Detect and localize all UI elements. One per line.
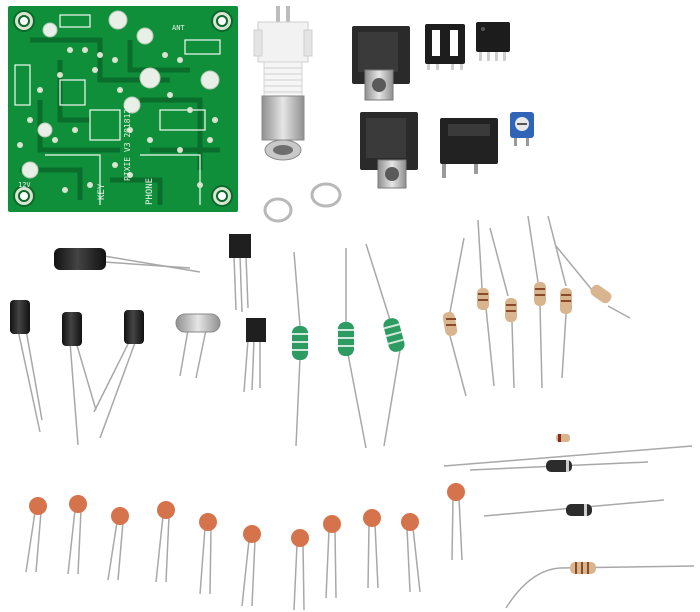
ceramic-capacitor — [157, 501, 175, 519]
crystal-oscillator — [175, 313, 221, 379]
inductor-2 — [338, 248, 367, 449]
ceramic-capacitor — [447, 483, 465, 501]
pcb-title: PIXIE V3 2018122 — [123, 104, 132, 181]
electrolytic-capacitor-1 — [10, 300, 43, 433]
diode-3 — [483, 499, 665, 517]
ic-socket — [425, 24, 465, 70]
diode-1 — [443, 434, 693, 467]
inductor-1 — [292, 251, 308, 447]
ceramic-capacitor — [291, 529, 309, 547]
audio-jack-2 — [360, 112, 418, 189]
ceramic-capacitor — [111, 507, 129, 525]
pcb-label-phone: PHONE — [145, 178, 155, 205]
electrolytic-capacitor-2 — [62, 312, 97, 446]
resistor-horizontal — [505, 562, 695, 609]
electrolytic-capacitor-horizontal — [54, 248, 201, 273]
ceramic-capacitor — [29, 497, 47, 515]
transistor-1 — [229, 234, 251, 313]
resistors — [449, 215, 631, 397]
trimmer-potentiometer — [510, 112, 534, 146]
pcb-label-key: KEY — [97, 183, 107, 200]
pcb-label-power: 12V — [18, 181, 31, 189]
dip-ic — [476, 22, 510, 61]
ceramic-capacitor — [323, 515, 341, 533]
transistor-2 — [243, 318, 266, 393]
pcb-board: PIXIE V3 2018122 KEY PHONE ANT 12V — [8, 6, 238, 212]
ceramic-capacitor — [401, 513, 419, 531]
ceramic-capacitor — [243, 525, 261, 543]
audio-jack-1 — [352, 26, 410, 101]
inductor-3 — [365, 243, 405, 447]
bnc-connector — [253, 6, 313, 161]
ceramic-capacitors — [25, 483, 465, 611]
pcb-label-ant: ANT — [172, 24, 185, 32]
resistor-bodies — [442, 282, 612, 337]
ceramic-capacitor — [69, 495, 87, 513]
electrolytic-capacitor-3 — [93, 310, 144, 439]
ceramic-capacitor — [363, 509, 381, 527]
dc-power-jack — [440, 118, 498, 178]
ceramic-capacitor — [199, 513, 217, 531]
split-washers — [263, 182, 342, 223]
diode-2 — [469, 460, 649, 472]
